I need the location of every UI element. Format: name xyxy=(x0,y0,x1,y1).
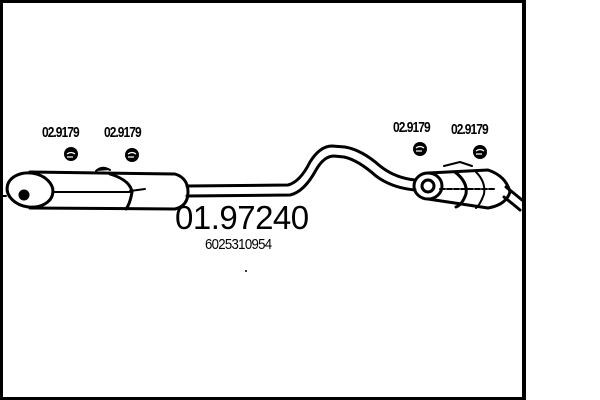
clamp-icon xyxy=(64,147,78,161)
clamp-label: 02.9179 xyxy=(393,119,431,136)
stray-dot xyxy=(245,270,247,272)
oe-number: 6025310954 xyxy=(205,236,272,253)
clamp-label: 02.9179 xyxy=(42,124,80,141)
clamp-icon xyxy=(473,145,487,159)
clamp-icon xyxy=(125,148,139,162)
clamp-label: 02.9179 xyxy=(104,124,142,141)
clamp-icons xyxy=(64,142,487,162)
middle-pipe xyxy=(185,144,417,198)
front-silencer xyxy=(0,166,190,211)
clamp-icon xyxy=(413,142,427,156)
clamp-label: 02.9179 xyxy=(451,121,489,138)
rear-silencer xyxy=(412,161,512,210)
tailpipe xyxy=(502,185,524,212)
part-number: 01.97240 xyxy=(175,199,309,236)
